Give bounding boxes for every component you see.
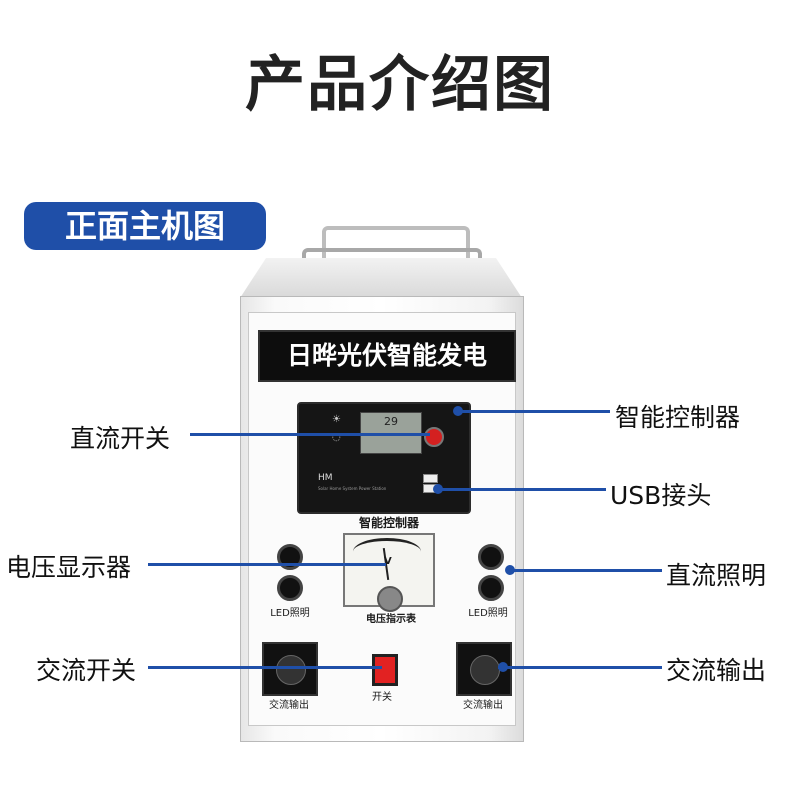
controller-label: 智能控制器 <box>358 516 419 530</box>
callout-line <box>148 666 382 669</box>
ac-socket-left[interactable] <box>262 642 318 696</box>
socket-face <box>276 655 306 685</box>
callout-line <box>498 666 662 669</box>
socket-label-right: 交流输出 <box>463 700 503 711</box>
controller-subtitle: Solar Home System Power Station <box>318 486 387 491</box>
callout-dc-switch: 直流开关 <box>70 424 171 453</box>
ac-switch-label: 开关 <box>372 692 392 703</box>
voltmeter-scale <box>353 538 421 565</box>
voltmeter-unit: V <box>384 556 392 567</box>
callout-line <box>438 488 606 491</box>
callout-dc-lighting: 直流照明 <box>666 561 767 590</box>
voltmeter-label: 电压指示表 <box>366 614 416 625</box>
voltmeter-knob[interactable] <box>377 586 403 612</box>
callout-line <box>148 563 386 566</box>
page-title: 产品介绍图 <box>245 50 555 120</box>
callout-line <box>510 569 662 572</box>
usb-port[interactable] <box>423 474 438 483</box>
socket-face <box>470 655 500 685</box>
led-label-left: LED照明 <box>270 608 310 619</box>
callout-line <box>190 433 430 436</box>
led-button-right[interactable] <box>478 544 504 570</box>
bulb-icon: ◌ <box>332 432 341 443</box>
led-button-left[interactable] <box>277 575 303 601</box>
callout-line <box>458 410 610 413</box>
ac-switch-button[interactable] <box>372 654 398 686</box>
callout-ac-switch: 交流开关 <box>36 656 137 685</box>
callout-smart-controller: 智能控制器 <box>615 403 741 432</box>
callout-voltage-display: 电压显示器 <box>6 553 132 582</box>
led-label-right: LED照明 <box>468 608 508 619</box>
solar-panel-icon: ☀ <box>332 414 341 425</box>
led-button-right[interactable] <box>478 575 504 601</box>
callout-ac-output: 交流输出 <box>666 656 767 685</box>
callout-usb: USB接头 <box>610 481 712 510</box>
device-top <box>240 258 522 298</box>
section-badge: 正面主机图 <box>24 202 266 250</box>
dc-switch-button[interactable] <box>424 427 444 447</box>
controller-model: HM <box>318 473 333 483</box>
led-button-left[interactable] <box>277 544 303 570</box>
brand-banner: 日晔光伏智能发电 <box>258 330 516 382</box>
socket-label-left: 交流输出 <box>269 700 309 711</box>
